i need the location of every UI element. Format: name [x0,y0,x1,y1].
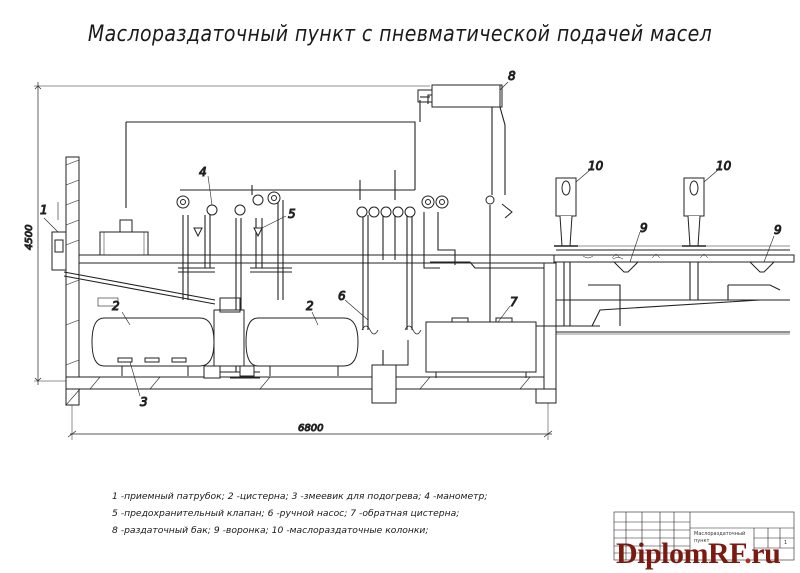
stamp-name-line2: пункт [694,538,710,544]
intake-pipe-box [51,202,67,271]
stamp-sheet-number: 1 [784,540,788,546]
dim-height-label: 4500 [24,225,35,250]
hand-pump-6 [361,325,422,404]
cistern-left [91,297,215,376]
callout-9-left: 9 [640,221,648,235]
legend-line-3: 8 -раздаточный бак; 9 -воронка; 10 -масл… [112,525,429,536]
dispensing-tank-8 [417,84,503,108]
callout-10-left: 10 [588,159,604,173]
callouts: 1 2 2 3 4 5 6 7 8 9 9 10 10 [40,69,783,410]
dim-width-label: 6800 [298,423,323,434]
central-fittings [203,297,255,379]
callout-3: 3 [140,395,148,409]
callout-6: 6 [338,289,346,303]
leader-lines [43,81,775,397]
callout-10-right: 10 [716,159,732,173]
legend-line-1: 1 -приемный патрубок; 2 -цистерна; 3 -зм… [112,491,488,502]
manometers [176,191,513,219]
watermark-dot: . [744,537,752,570]
stamp-name-line1: Маслораздаточный [694,531,746,537]
drawing-title: Маслораздаточный пункт с пневматической … [87,22,713,47]
title-block [613,511,795,561]
floor-slab [78,253,795,264]
floor-equipment [99,219,149,256]
watermark-tld: ru [751,537,781,570]
watermark-brand: DiplomRF [616,537,745,570]
return-cistern-7 [425,317,537,378]
callout-2-left: 2 [112,299,120,313]
height-dimension [34,82,430,385]
watermark-logo: DiplomRF.ru [616,537,781,571]
safety-valves [193,227,263,238]
cistern-right [245,317,359,376]
callout-1: 1 [40,203,48,217]
legend: 1 -приемный патрубок; 2 -цистерна; 3 -зм… [112,488,487,539]
callout-4: 4 [199,165,207,179]
callout-8: 8 [508,69,516,83]
funnels [612,261,776,273]
channel [556,299,790,335]
left-wall [65,156,80,406]
legend-line-2: 5 -предохранительный клапан; 6 -ручной н… [112,508,460,519]
dispensing-column-right [682,177,706,247]
width-dimension [67,403,553,440]
callout-9-right: 9 [774,223,782,237]
dispensing-column-left [554,177,578,247]
callout-2-right: 2 [306,299,314,313]
callout-7: 7 [510,295,518,309]
callout-5: 5 [288,207,296,221]
